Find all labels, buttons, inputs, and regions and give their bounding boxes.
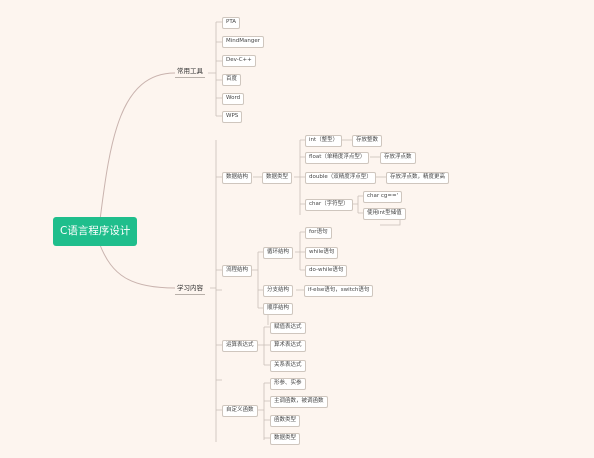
connector-tools-bracket (208, 21, 222, 117)
type-int-note[interactable]: 存放整数 (352, 135, 383, 147)
func-item-func-type[interactable]: 函数类型 (270, 415, 301, 427)
loop-item-do-while[interactable]: do-while语句 (305, 265, 348, 277)
expr-item-relation[interactable]: 关系表达式 (270, 360, 306, 372)
type-double-note[interactable]: 存放浮点数，精度更高 (386, 172, 450, 184)
connector-loop-bracket (295, 231, 305, 271)
expr-item-assign[interactable]: 赋值表达式 (270, 322, 306, 334)
connector-expr-bracket (258, 326, 270, 366)
topic-data-type[interactable]: 数据类型 (262, 172, 293, 184)
loop-item-while[interactable]: while语句 (305, 247, 339, 259)
connector-content-bracket (210, 140, 222, 442)
type-double[interactable]: double（双精度浮点型） (305, 172, 376, 184)
topic-custom-functions[interactable]: 自定义函数 (222, 405, 258, 417)
connector-root-content (99, 244, 176, 289)
type-char-note-1[interactable]: char cg==' (363, 191, 403, 203)
type-char-note-2[interactable]: 使用int型储值 (363, 208, 406, 220)
topic-branch-structure[interactable]: 分支结构 (263, 285, 294, 297)
tool-item-word[interactable]: Word (222, 93, 245, 105)
branch-tools[interactable]: 常用工具 (175, 66, 205, 78)
topic-data-structure[interactable]: 数据结构 (222, 172, 253, 184)
connector-char-notes (352, 195, 363, 214)
type-int[interactable]: int（整型） (305, 135, 343, 147)
branch-content[interactable]: 学习内容 (175, 283, 205, 295)
func-item-params[interactable]: 形参、实参 (270, 378, 306, 390)
topic-flow-structure[interactable]: 流程结构 (222, 265, 253, 277)
func-item-data-type[interactable]: 数据类型 (270, 433, 301, 445)
root-topic[interactable]: C语言程序设计 (53, 217, 138, 246)
loop-item-for[interactable]: for语句 (305, 227, 332, 239)
expr-item-arith[interactable]: 算术表达式 (270, 340, 306, 352)
tool-item-devcpp[interactable]: Dev-C++ (222, 55, 256, 67)
tool-item-mindmanger[interactable]: MindManger (222, 36, 264, 48)
topic-sequence-structure[interactable]: 顺序结构 (263, 303, 294, 315)
type-float[interactable]: float（单精度浮点型） (305, 152, 370, 164)
func-item-caller[interactable]: 主调函数，被调函数 (270, 396, 328, 408)
connector-flow-bracket (252, 251, 263, 309)
type-char[interactable]: char（字符型） (305, 199, 353, 211)
tool-item-pta[interactable]: PTA (222, 17, 241, 29)
type-float-note[interactable]: 存放浮点数 (380, 152, 416, 164)
tool-item-baidu[interactable]: 百度 (222, 74, 242, 86)
connector-func-bracket (258, 382, 270, 440)
branch-item-if-switch[interactable]: if-else语句，switch语句 (304, 285, 374, 297)
connector-root-tools (99, 72, 176, 221)
topic-loop-structure[interactable]: 循环结构 (263, 247, 294, 259)
connector-type-bracket (294, 139, 305, 215)
tool-item-wps[interactable]: WPS (222, 111, 243, 123)
topic-expressions[interactable]: 运算表达式 (222, 340, 258, 352)
